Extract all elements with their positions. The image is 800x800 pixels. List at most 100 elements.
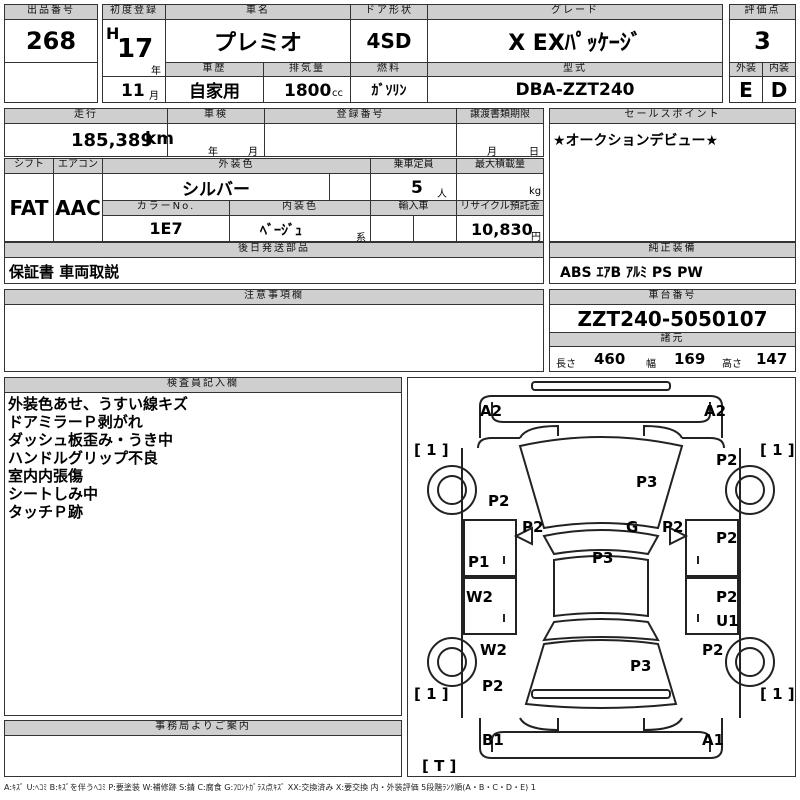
inspector-note: 室内内張傷 — [8, 467, 84, 485]
mark-p2-pillar-left: P2 — [522, 518, 543, 536]
import-label: 輸入車 — [370, 200, 457, 216]
inspector-note: ダッシュ板歪み・うき中 — [8, 431, 174, 449]
inspector-note: 外装色あせ、うすい線キズ — [8, 395, 189, 413]
interior-label: 内装 — [762, 62, 796, 77]
height-label: 高さ — [722, 359, 742, 370]
mark-a2-left: A2 — [480, 402, 502, 420]
first-registration-year: H 17 年 — [102, 19, 166, 77]
history: 自家用 — [165, 76, 264, 103]
grade: X EXﾊﾟｯｹｰｼﾞ — [427, 19, 723, 63]
door-label: ドア形状 — [350, 4, 428, 20]
mark-p2-pillar-right: P2 — [662, 518, 683, 536]
office-label: 事務局よりご案内 — [4, 720, 402, 736]
chassis-label: 車台番号 — [549, 289, 796, 305]
shift-label: シフト — [4, 158, 54, 174]
length-label: 長さ — [556, 359, 576, 370]
first-registration-month: 11 月 — [102, 76, 166, 103]
equipment: ABS ｴｱB ｱﾙﾐ PS PW — [560, 265, 703, 281]
recycle-unit: 円 — [531, 232, 541, 243]
inspection-label: 車検 — [167, 108, 265, 124]
exterior-color-blank — [329, 173, 371, 201]
recycle-amount: 10,830 — [471, 220, 533, 239]
mark-w2-left-quarter: W2 — [480, 641, 507, 659]
legend: A:ｷｽﾞ U:ﾍｺﾐ B:ｷｽﾞを伴うﾍｺﾐ P:要塗装 W:補修跡 S:錆 … — [4, 783, 536, 792]
seats-box: 5 人 — [370, 173, 457, 201]
seats: 5 — [411, 178, 423, 198]
mileage-label: 走行 — [4, 108, 168, 124]
car-outline — [427, 381, 775, 759]
spec-box: 長さ 460 幅 169 高さ 147 — [549, 346, 796, 372]
sales-point-box: ★オークションデビュー★ — [549, 123, 796, 242]
mark-p3-trunk: P3 — [630, 657, 651, 675]
interior-color: ﾍﾞｰｼﾞｭ — [260, 223, 302, 239]
max-load-box: kg — [456, 173, 544, 201]
width: 169 — [674, 350, 706, 368]
mark-spare-tire: [ T ] — [422, 757, 456, 775]
mark-b1-rear-bumper: B1 — [482, 731, 504, 749]
recycle-label: リサイクル預託金 — [456, 200, 544, 216]
displacement: 1800 — [284, 81, 332, 101]
mark-tire-rr: [ 1 ] — [760, 685, 795, 703]
office-box — [4, 735, 402, 777]
mark-p2-right-quarter: P2 — [702, 641, 723, 659]
width-label: 幅 — [646, 359, 656, 370]
inspector-note: タッチＰ跡 — [8, 503, 84, 521]
lot-number: 268 — [4, 19, 98, 63]
transfer-day-unit: 日 — [529, 147, 539, 158]
mark-tire-rl: [ 1 ] — [414, 685, 449, 703]
import-divider — [413, 216, 414, 241]
model: DBA-ZZT240 — [427, 76, 723, 103]
spec-label: 諸元 — [549, 332, 796, 347]
year-unit: 年 — [151, 66, 161, 77]
interior-grade: D — [762, 76, 796, 103]
model-label: 型式 — [427, 62, 723, 77]
mileage-box: 185,389 km — [4, 123, 174, 157]
car-name-label: 車名 — [165, 4, 351, 20]
chassis-number: ZZT240-5050107 — [549, 304, 796, 333]
aircon-label: エアコン — [53, 158, 103, 174]
inspector-note: シートしみ中 — [8, 485, 99, 503]
car-name: プレミオ — [165, 19, 351, 63]
fuel-label: 燃料 — [350, 62, 428, 77]
seats-label: 乗車定員 — [370, 158, 457, 174]
mark-p3-roof: P3 — [592, 549, 613, 567]
exterior-label: 外装 — [729, 62, 763, 77]
import-box — [370, 215, 457, 242]
inspector-note: ドアミラーＰ剥がれ — [8, 413, 143, 431]
seats-unit: 人 — [437, 189, 447, 200]
score: 3 — [729, 19, 796, 63]
mark-a2-right: A2 — [704, 402, 726, 420]
shift: FAT — [4, 173, 54, 242]
color-number-label: カラーNo. — [102, 200, 230, 216]
sales-point-label: セールスポイント — [549, 108, 796, 124]
mark-p2-right-front-door: P2 — [716, 529, 737, 547]
length: 460 — [594, 350, 626, 368]
registration-month: 11 — [121, 81, 145, 101]
max-load-label: 最大積載量 — [456, 158, 544, 174]
interior-color-unit: 系 — [356, 233, 366, 244]
door-type: 4SD — [350, 19, 428, 63]
sales-point: ★オークションデビュー★ — [553, 133, 719, 149]
displacement-unit: cc — [332, 88, 343, 99]
grade-label: グレード — [427, 4, 723, 20]
mark-p2-left-fender: P2 — [488, 492, 509, 510]
lot-number-label: 出品番号 — [4, 4, 98, 20]
month-unit: 月 — [149, 91, 159, 102]
mileage-unit: km — [145, 129, 175, 149]
mark-p2-right-rear-door: P2 — [716, 588, 737, 606]
car-diagram: A2 A2 [ 1 ] [ 1 ] P2 P3 P2 P2 G P2 P2 P1… — [407, 377, 796, 777]
later-parts-box: 保証書 車両取説 — [4, 257, 544, 284]
equipment-label: 純正装備 — [549, 242, 796, 258]
caution-label: 注意事項欄 — [4, 289, 544, 305]
mileage: 185,389 — [71, 130, 153, 151]
inspector-note: ハンドルグリップ不良 — [8, 449, 159, 467]
interior-color-box: ﾍﾞｰｼﾞｭ 系 — [229, 215, 371, 244]
registration-number — [264, 123, 457, 157]
inspection-year-unit: 年 — [208, 147, 218, 158]
registration-number-label: 登録番号 — [264, 108, 457, 124]
exterior-color: シルバー — [102, 173, 330, 201]
transfer-deadline-box: 月 日 — [456, 123, 544, 158]
inspection-month-unit: 月 — [248, 147, 258, 158]
mark-p2-front-right: P2 — [716, 451, 737, 469]
mark-p1-left-front-door: P1 — [468, 553, 489, 571]
